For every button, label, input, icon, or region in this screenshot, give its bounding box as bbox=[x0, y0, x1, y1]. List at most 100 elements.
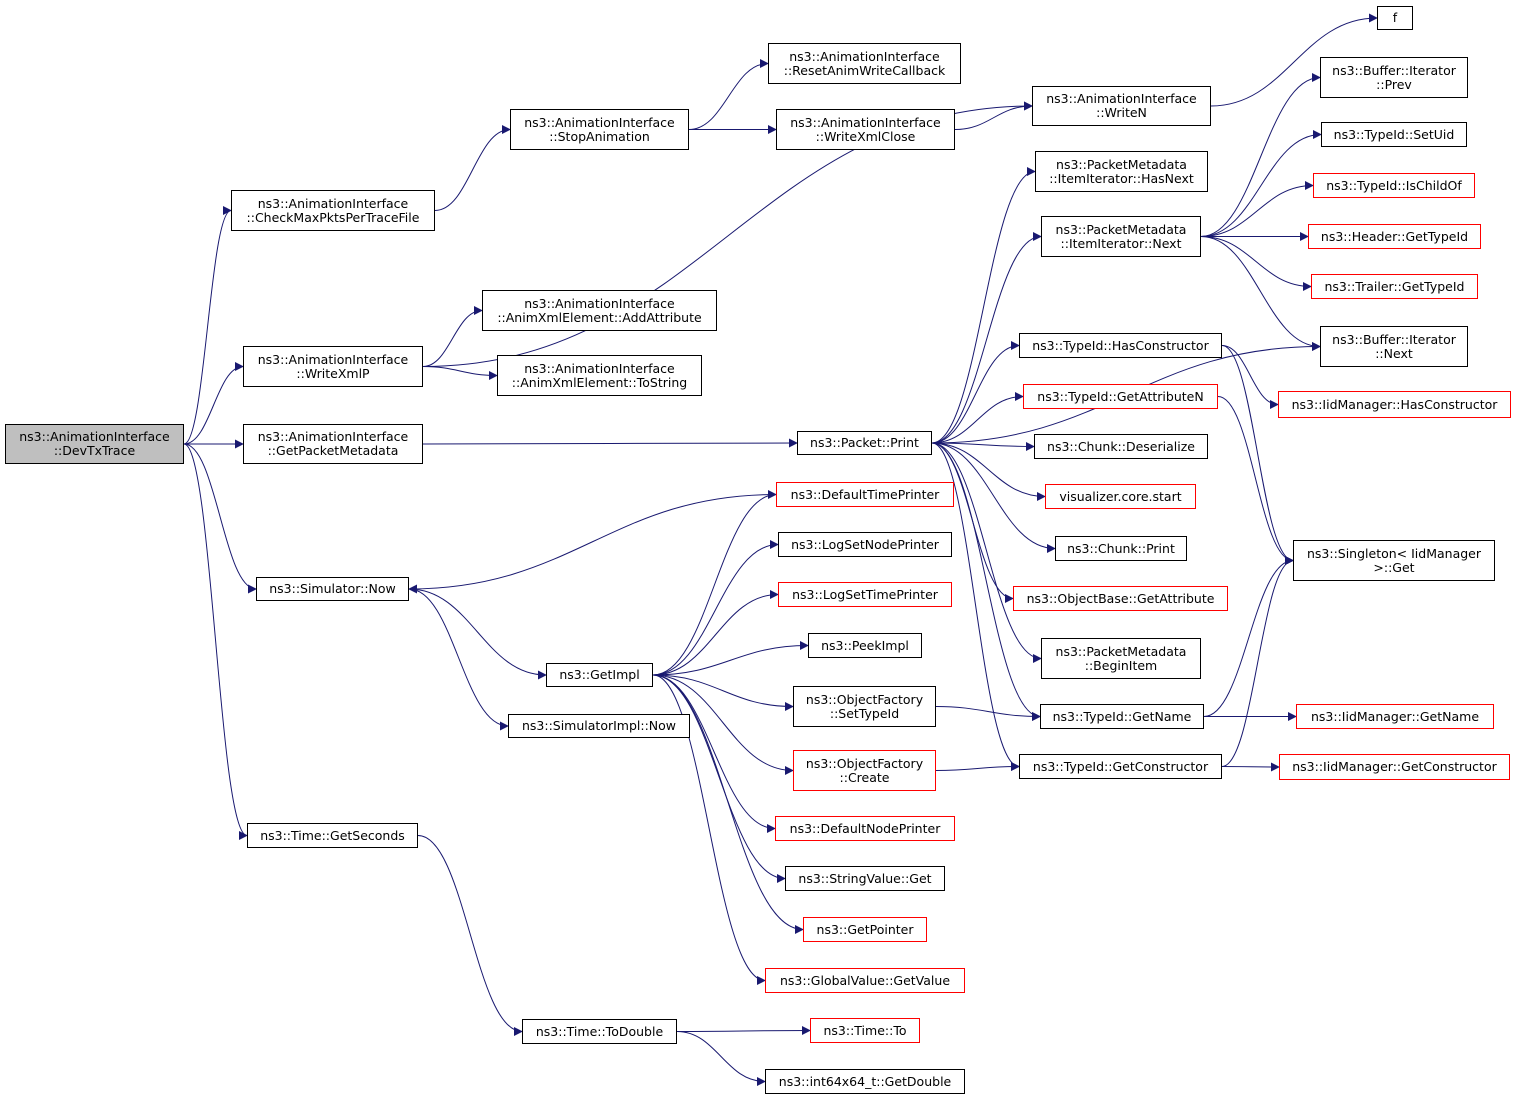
node-getpktmeta[interactable]: ns3::AnimationInterface::GetPacketMetada… bbox=[243, 424, 423, 464]
node-label-line: ns3::TypeId::GetName bbox=[1052, 708, 1192, 724]
node-label-line: f bbox=[1392, 10, 1398, 25]
node-logsettime[interactable]: ns3::LogSetTimePrinter bbox=[778, 582, 952, 607]
call-edge-getimpl-to-logsetnode bbox=[652, 540, 779, 676]
call-edge-pmnext-to-ischildof bbox=[1200, 181, 1314, 237]
node-typeidgetname[interactable]: ns3::TypeId::GetName bbox=[1040, 704, 1204, 729]
node-checkmax[interactable]: ns3::AnimationInterface::CheckMaxPktsPer… bbox=[231, 190, 435, 231]
node-int64getdouble[interactable]: ns3::int64x64_t::GetDouble bbox=[765, 1069, 965, 1094]
node-label-line: ns3::Packet::Print bbox=[810, 435, 919, 450]
node-timeto[interactable]: ns3::Time::To bbox=[810, 1018, 920, 1043]
node-writexmlclose[interactable]: ns3::AnimationInterface::WriteXmlClose bbox=[776, 109, 955, 150]
node-typeidgetctor[interactable]: ns3::TypeId::GetConstructor bbox=[1019, 754, 1222, 779]
node-chunkprint[interactable]: ns3::Chunk::Print bbox=[1055, 536, 1187, 561]
call-edge-packetprint-to-chunkdeser bbox=[931, 441, 1035, 451]
node-label-line: ns3::AnimationInterface bbox=[257, 195, 409, 211]
node-f[interactable]: f bbox=[1377, 6, 1413, 30]
node-ischildof[interactable]: ns3::TypeId::IsChildOf bbox=[1313, 173, 1475, 198]
node-label-line: ns3::GetPointer bbox=[816, 921, 914, 937]
node-label-line: >::Get bbox=[1373, 559, 1415, 575]
node-tostring[interactable]: ns3::AnimationInterface::AnimXmlElement:… bbox=[497, 355, 702, 396]
node-label-line: ns3::PacketMetadata bbox=[1055, 221, 1187, 237]
node-writexmlp[interactable]: ns3::AnimationInterface::WriteXmlP bbox=[243, 346, 423, 387]
call-edge-packetprint-to-pmhasnext bbox=[931, 167, 1036, 444]
node-label-line: ns3::StringValue::Get bbox=[798, 870, 932, 886]
node-label-line: ns3::Simulator::Now bbox=[269, 581, 396, 596]
node-hasconstructor[interactable]: ns3::TypeId::HasConstructor bbox=[1019, 333, 1222, 358]
node-ofcreate[interactable]: ns3::ObjectFactory::Create bbox=[793, 750, 936, 791]
node-iidhasctor[interactable]: ns3::IidManager::HasConstructor bbox=[1278, 391, 1511, 418]
node-label-line: ::Prev bbox=[1376, 76, 1412, 92]
node-getattributen[interactable]: ns3::TypeId::GetAttributeN bbox=[1023, 384, 1218, 409]
node-label-line: ns3::Chunk::Deserialize bbox=[1047, 438, 1195, 454]
call-edge-pmnext-to-bufprev bbox=[1200, 73, 1321, 237]
node-getpointer[interactable]: ns3::GetPointer bbox=[803, 917, 927, 942]
node-label-line: ns3::GetImpl bbox=[559, 667, 640, 682]
node-label-line: ns3::int64x64_t::GetDouble bbox=[778, 1073, 952, 1089]
node-label-line: ns3::LogSetNodePrinter bbox=[791, 536, 939, 552]
node-addattr[interactable]: ns3::AnimationInterface::AnimXmlElement:… bbox=[482, 290, 717, 331]
node-packetprint[interactable]: ns3::Packet::Print bbox=[797, 431, 932, 455]
node-ofsettypeid[interactable]: ns3::ObjectFactory::SetTypeId bbox=[793, 686, 936, 727]
node-label-line: ::ItemIterator::Next bbox=[1060, 235, 1182, 251]
call-edge-typeidgetctor-to-singletonget bbox=[1221, 556, 1294, 767]
node-getseconds[interactable]: ns3::Time::GetSeconds bbox=[247, 823, 418, 848]
node-headergettypeid[interactable]: ns3::Header::GetTypeId bbox=[1308, 224, 1481, 249]
call-edge-getimpl-to-getpointer bbox=[652, 674, 804, 934]
node-stopanim[interactable]: ns3::AnimationInterface::StopAnimation bbox=[510, 109, 689, 150]
call-edge-pmnext-to-bufnext bbox=[1200, 236, 1321, 351]
node-label-line: ns3::AnimationInterface bbox=[524, 360, 675, 376]
node-peekimpl[interactable]: ns3::PeekImpl bbox=[808, 633, 922, 658]
call-edge-root-to-writexmlp bbox=[183, 362, 244, 445]
node-label-line: ns3::AnimationInterface bbox=[257, 429, 409, 444]
node-label-line: ::ItemIterator::HasNext bbox=[1049, 170, 1194, 186]
node-defnodeprinter[interactable]: ns3::DefaultNodePrinter bbox=[775, 816, 955, 841]
node-label-line: ns3::PeekImpl bbox=[821, 637, 909, 653]
call-edge-todouble-to-timeto bbox=[676, 1026, 811, 1036]
node-pmnext[interactable]: ns3::PacketMetadata::ItemIterator::Next bbox=[1041, 216, 1201, 257]
node-label-line: ns3::TypeId::IsChildOf bbox=[1326, 177, 1462, 193]
node-singletonget[interactable]: ns3::Singleton< IidManager>::Get bbox=[1293, 540, 1495, 581]
node-deftimeprinter[interactable]: ns3::DefaultTimePrinter bbox=[776, 482, 954, 507]
node-pmhasnext[interactable]: ns3::PacketMetadata::ItemIterator::HasNe… bbox=[1035, 151, 1208, 192]
node-pmbeginitem[interactable]: ns3::PacketMetadata::BeginItem bbox=[1041, 638, 1201, 679]
node-resetanim[interactable]: ns3::AnimationInterface::ResetAnimWriteC… bbox=[768, 43, 961, 84]
node-label-line: ns3::Singleton< IidManager bbox=[1306, 545, 1482, 561]
call-edge-writexmlp-to-tostring bbox=[422, 366, 498, 380]
node-logsetnode[interactable]: ns3::LogSetNodePrinter bbox=[778, 532, 952, 557]
node-chunkdeser[interactable]: ns3::Chunk::Deserialize bbox=[1034, 434, 1208, 459]
node-vizstart[interactable]: visualizer.core.start bbox=[1045, 484, 1196, 509]
node-iidgetname[interactable]: ns3::IidManager::GetName bbox=[1296, 704, 1494, 729]
node-simnow[interactable]: ns3::Simulator::Now bbox=[256, 577, 409, 601]
node-label-line: ns3::IidManager::GetName bbox=[1310, 708, 1480, 724]
node-globalvalue[interactable]: ns3::GlobalValue::GetValue bbox=[765, 968, 965, 993]
node-label-line: ns3::TypeId::HasConstructor bbox=[1032, 337, 1209, 353]
call-edge-getimpl-to-defnodeprinter bbox=[652, 674, 776, 833]
node-label-line: ns3::ObjectBase::GetAttribute bbox=[1026, 590, 1215, 606]
node-stringvalueget[interactable]: ns3::StringValue::Get bbox=[785, 866, 945, 891]
call-edge-ofcreate-to-typeidgetctor bbox=[935, 762, 1020, 772]
node-bufprev[interactable]: ns3::Buffer::Iterator::Prev bbox=[1320, 57, 1468, 98]
call-edge-getimpl-to-peekimpl bbox=[652, 641, 809, 676]
node-label-line: ns3::LogSetTimePrinter bbox=[792, 586, 938, 602]
call-edge-getimpl-to-ofsettypeid bbox=[652, 674, 794, 711]
node-label-line: ::SetTypeId bbox=[829, 705, 900, 721]
node-todouble[interactable]: ns3::Time::ToDouble bbox=[522, 1019, 677, 1044]
node-getimpl[interactable]: ns3::GetImpl bbox=[546, 663, 653, 687]
node-setuid[interactable]: ns3::TypeId::SetUid bbox=[1321, 122, 1467, 147]
call-edge-packetprint-to-vizstart bbox=[931, 442, 1046, 501]
node-label-line: ns3::AnimationInterface bbox=[524, 295, 675, 311]
node-writen[interactable]: ns3::AnimationInterface::WriteN bbox=[1032, 86, 1211, 126]
node-label-line: visualizer.core.start bbox=[1059, 488, 1182, 504]
call-edge-typeidgetname-to-singletonget bbox=[1203, 556, 1294, 717]
node-label-line: ns3::AnimationInterface bbox=[524, 114, 675, 130]
node-trailergettypeid[interactable]: ns3::Trailer::GetTypeId bbox=[1311, 274, 1478, 299]
node-label-line: ::GetPacketMetadata bbox=[267, 443, 399, 458]
call-edge-getimpl-to-stringvalueget bbox=[652, 674, 786, 883]
node-label-line: ns3::AnimationInterface bbox=[790, 114, 941, 130]
node-iidgetctor[interactable]: ns3::IidManager::GetConstructor bbox=[1279, 754, 1510, 780]
node-label-line: ns3::AnimationInterface bbox=[19, 429, 170, 444]
node-label-line: ::ResetAnimWriteCallback bbox=[783, 62, 946, 78]
node-objgetattr[interactable]: ns3::ObjectBase::GetAttribute bbox=[1013, 586, 1228, 611]
node-bufnext[interactable]: ns3::Buffer::Iterator::Next bbox=[1320, 326, 1468, 367]
node-simimplnow[interactable]: ns3::SimulatorImpl::Now bbox=[508, 714, 690, 738]
